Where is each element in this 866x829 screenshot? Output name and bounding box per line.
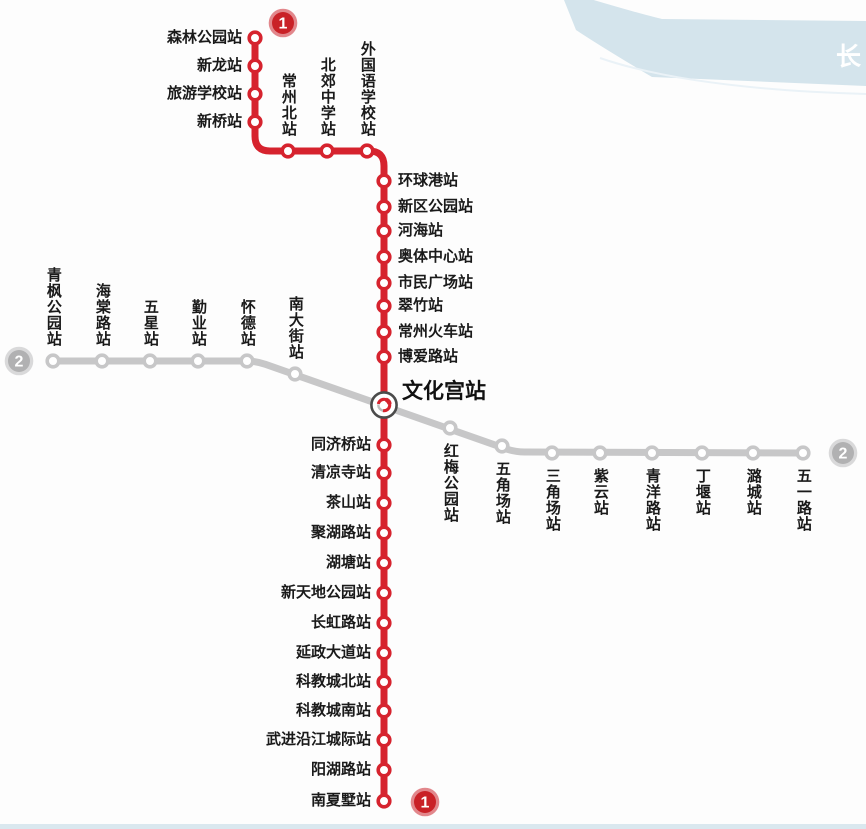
station-marker bbox=[359, 143, 375, 159]
station-marker bbox=[644, 445, 660, 461]
station-marker bbox=[376, 465, 392, 481]
station-marker bbox=[190, 353, 206, 369]
station-marker bbox=[247, 86, 263, 102]
station-marker bbox=[376, 555, 392, 571]
station-marker bbox=[745, 445, 761, 461]
station-marker bbox=[376, 615, 392, 631]
badge-number: 1 bbox=[279, 16, 288, 33]
badge-core bbox=[272, 12, 294, 34]
station-marker bbox=[376, 793, 392, 809]
station-marker bbox=[795, 445, 811, 461]
station-marker bbox=[592, 445, 608, 461]
station-marker bbox=[376, 173, 392, 189]
station-marker bbox=[376, 275, 392, 291]
station-marker bbox=[376, 585, 392, 601]
station-marker bbox=[247, 58, 263, 74]
interchange-icon bbox=[370, 391, 398, 419]
badge-number: 2 bbox=[839, 446, 848, 463]
interchange-red-arc-head bbox=[384, 397, 392, 405]
station-marker bbox=[376, 495, 392, 511]
badge-number: 2 bbox=[15, 354, 24, 371]
interchange-outer-circle bbox=[370, 391, 398, 419]
station-marker bbox=[247, 114, 263, 130]
line-2-path bbox=[53, 357, 804, 457]
station-marker bbox=[376, 437, 392, 453]
station-marker bbox=[247, 30, 263, 46]
badge-core bbox=[414, 791, 436, 813]
station-marker bbox=[376, 762, 392, 778]
station-marker bbox=[376, 199, 392, 215]
station-marker bbox=[280, 143, 296, 159]
station-marker bbox=[544, 445, 560, 461]
station-marker bbox=[376, 674, 392, 690]
station-marker bbox=[319, 143, 335, 159]
river-band bbox=[564, 0, 866, 86]
station-marker bbox=[376, 732, 392, 748]
badge-number: 1 bbox=[421, 795, 430, 812]
station-marker bbox=[376, 349, 392, 365]
line-2-badge: 2 bbox=[828, 438, 858, 468]
station-marker bbox=[376, 298, 392, 314]
station-marker bbox=[494, 438, 510, 454]
station-marker bbox=[376, 324, 392, 340]
station-marker bbox=[376, 223, 392, 239]
station-marker bbox=[142, 353, 158, 369]
river-bank-line bbox=[599, 57, 866, 95]
station-marker bbox=[376, 249, 392, 265]
station-marker bbox=[694, 445, 710, 461]
badge-core bbox=[8, 350, 30, 372]
station-marker bbox=[45, 353, 61, 369]
line-1-badge: 1 bbox=[410, 787, 440, 817]
station-marker bbox=[239, 353, 255, 369]
canal-strip bbox=[0, 824, 866, 829]
station-marker bbox=[376, 525, 392, 541]
station-marker bbox=[94, 353, 110, 369]
badge-core bbox=[832, 442, 854, 464]
station-marker bbox=[442, 420, 458, 436]
line-1-badge: 1 bbox=[268, 8, 298, 38]
station-marker bbox=[376, 703, 392, 719]
station-marker bbox=[287, 366, 303, 382]
station-marker bbox=[376, 645, 392, 661]
line-2-badge: 2 bbox=[4, 346, 34, 376]
